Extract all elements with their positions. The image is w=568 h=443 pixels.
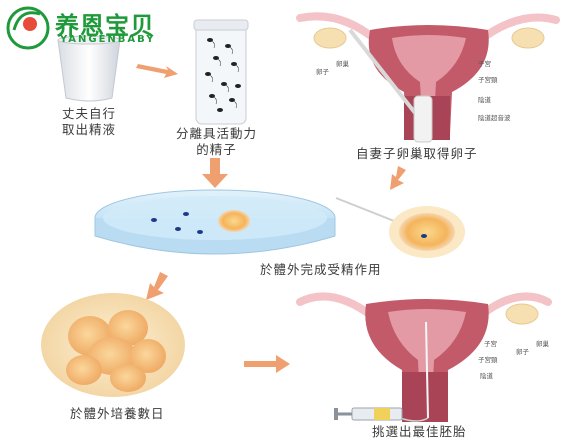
label-top-probe: 陰道超音波 <box>478 114 511 122</box>
arrow-tube-to-dish <box>202 158 228 188</box>
logo-name-en: YANGENBABY <box>60 34 156 45</box>
arrow-cup-to-tube <box>136 64 178 78</box>
sperm-test-tube-image <box>193 19 249 125</box>
petri-dish-image <box>94 189 336 255</box>
arrow-dish-to-cells <box>146 272 168 300</box>
caption-fertilization: 於體外完成受精作用 <box>260 262 382 277</box>
label-bottom-ovary: 卵巢 <box>536 340 549 348</box>
caption-sperm-separation: 分離具活動力 的精子 <box>176 126 258 157</box>
label-top-cervix: 子宮頸 <box>478 76 498 84</box>
embryo-cell-cluster-image <box>41 293 185 397</box>
label-bottom-uterus: 子宮 <box>484 340 497 348</box>
caption-husband-collect: 丈夫自行 取出精液 <box>62 106 117 137</box>
label-bottom-egg: 卵子 <box>516 348 529 356</box>
label-top-ovary: 卵巢 <box>336 60 349 68</box>
uterus-top-image <box>296 12 560 143</box>
label-top-vagina: 陰道 <box>478 96 491 104</box>
caption-egg-retrieval: 自妻子卵巢取得卵子 <box>356 146 478 161</box>
uterus-bottom-image <box>296 292 552 422</box>
label-bottom-cervix: 子宮頸 <box>478 356 498 364</box>
label-top-egg: 卵子 <box>316 68 329 76</box>
process-arrows <box>136 64 406 373</box>
collection-cup-image <box>57 35 121 102</box>
logo-emblem <box>6 6 50 50</box>
arrow-uterus-to-egg <box>390 166 406 190</box>
logo-name-cn: 养恩宝贝 <box>55 12 155 40</box>
label-bottom-vagina: 陰道 <box>480 372 493 380</box>
label-top-uterus: 子宮 <box>478 60 491 68</box>
caption-culture: 於體外培養數日 <box>70 406 165 421</box>
caption-embryo-transfer: 挑選出最佳胚胎 <box>372 424 467 439</box>
fertilized-egg-image <box>335 197 465 258</box>
arrow-cells-to-transfer <box>244 355 290 373</box>
